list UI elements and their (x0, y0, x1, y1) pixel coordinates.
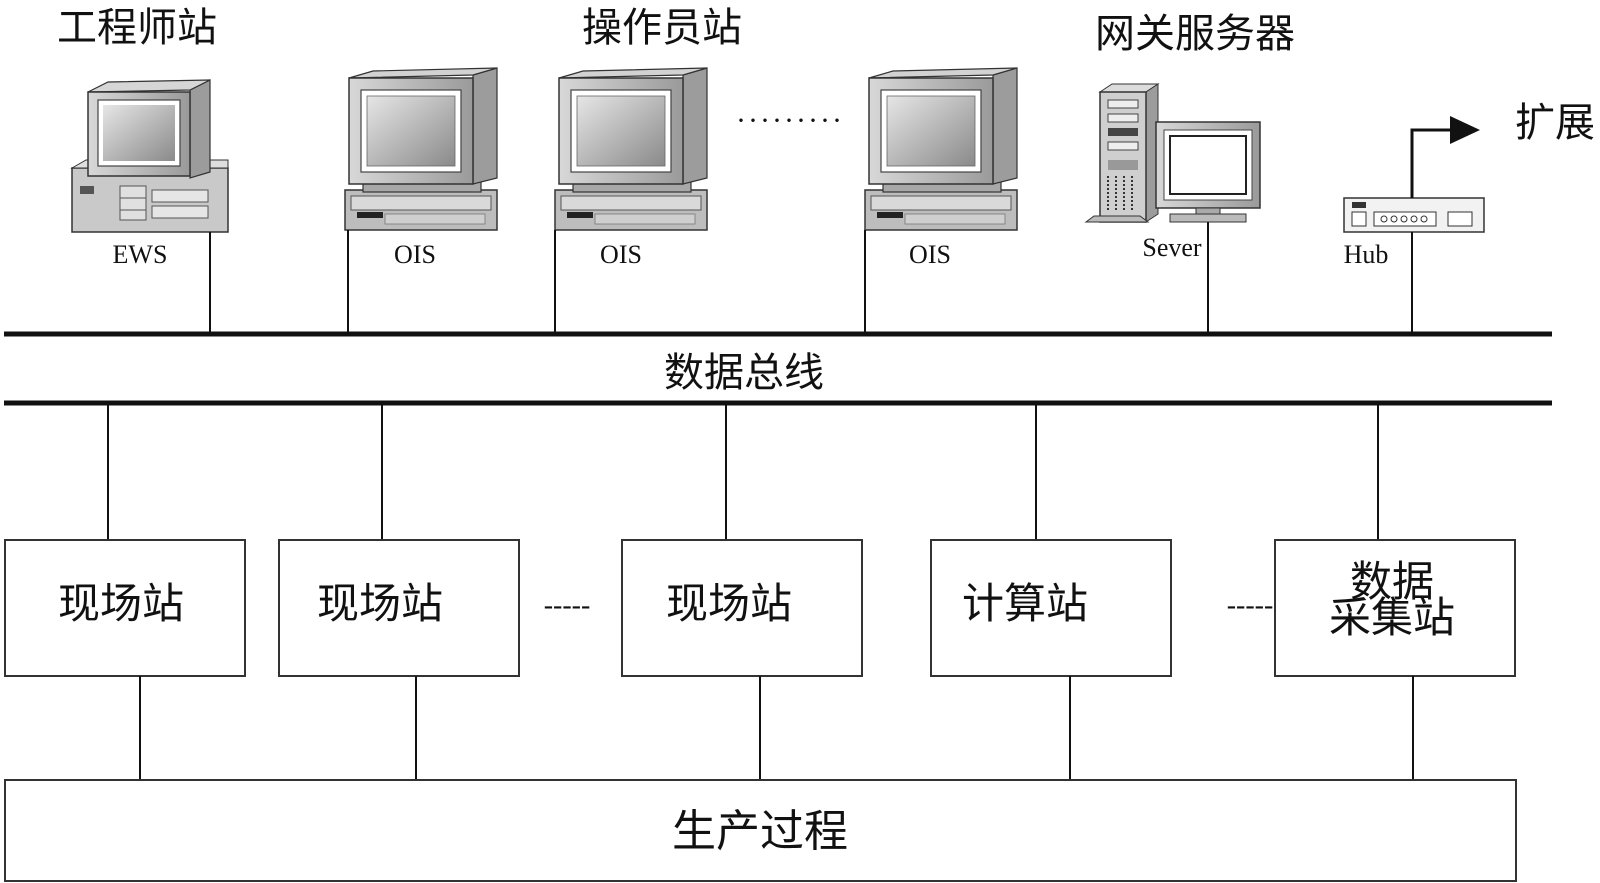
tower-server-icon (1084, 83, 1160, 223)
desktop-computer-icon (70, 79, 229, 233)
station-box: 现场站 (621, 539, 863, 677)
station-label: 计算站 (962, 579, 1088, 628)
crt-monitor-icon (554, 67, 708, 231)
right-arrow-icon (1410, 116, 1480, 198)
station-label: 现场站 (666, 579, 792, 628)
ellipsis-dashes: ----- (1227, 590, 1274, 621)
ois-label: OIS (394, 240, 436, 269)
ellipsis-dashes: ----- (544, 590, 591, 621)
ellipsis-dots: ········· (736, 104, 844, 137)
process-box: 生产过程 (4, 779, 1517, 882)
crt-monitor-icon (864, 67, 1018, 231)
station-box: 现场站 (278, 539, 520, 677)
station-label-line1: 数据 (1350, 557, 1434, 606)
operator-station-label: 操作员站 (582, 5, 742, 51)
ois-label: OIS (600, 240, 642, 269)
gateway-server-label: 网关服务器 (1095, 11, 1295, 57)
crt-monitor-icon (1155, 121, 1261, 223)
station-box: 现场站 (4, 539, 246, 677)
engineer-station-label: 工程师站 (57, 5, 217, 51)
ews-label: EWS (113, 240, 168, 269)
hub-label: Hub (1344, 240, 1389, 269)
station-box: 计算站 (930, 539, 1172, 677)
station-box: 数据 采集站 (1274, 539, 1516, 677)
data-bus-label: 数据总线 (664, 350, 824, 396)
station-label: 现场站 (317, 579, 443, 628)
network-hub-icon (1343, 197, 1485, 233)
station-label: 现场站 (58, 579, 184, 628)
station-label-line2: 采集站 (1329, 593, 1455, 642)
crt-monitor-icon (344, 67, 498, 231)
expand-label: 扩展 (1515, 100, 1595, 146)
process-label: 生产过程 (672, 806, 848, 857)
server-label: Sever (1142, 233, 1202, 262)
ois-label: OIS (909, 240, 951, 269)
